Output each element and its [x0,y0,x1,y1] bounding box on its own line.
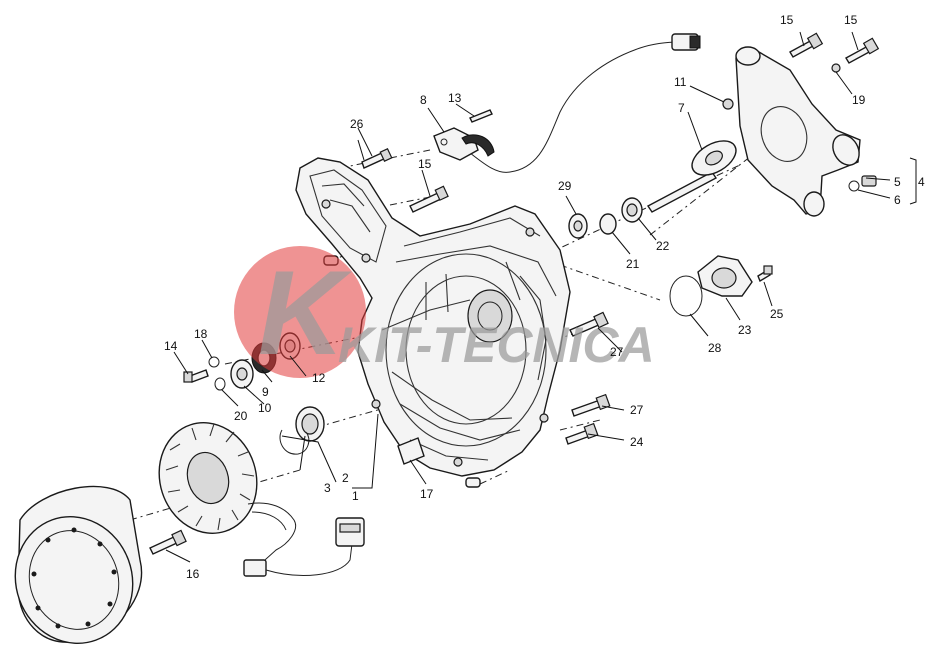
callout-16: 16 [186,567,200,581]
callout-9: 9 [262,385,269,399]
callout-29: 29 [558,179,572,193]
callout-15-c: 15 [844,13,858,27]
callout-11: 11 [674,75,687,89]
water-pump-shaft [568,140,737,239]
callout-5: 5 [894,175,901,189]
callout-19: 19 [852,93,866,107]
callout-7: 7 [678,101,685,115]
callout-13: 13 [448,91,462,105]
sensor-wire [465,33,701,173]
callout-2: 2 [342,471,349,485]
callout-3: 3 [324,481,331,495]
callout-20: 20 [234,409,248,423]
bolts [149,32,880,555]
callout-labels: 1 2 3 4 5 6 7 8 9 10 11 12 13 14 15 15 1… [164,13,925,581]
callout-15-b: 15 [780,13,794,27]
callout-8: 8 [420,93,427,107]
callout-21: 21 [626,257,640,271]
small-plate [397,437,425,465]
callout-28: 28 [708,341,722,355]
water-pump-housing [722,46,877,217]
generator-rotor [14,485,143,645]
callout-6: 6 [894,193,901,207]
watermark-prefix: K [258,246,352,380]
callout-26: 25 [770,307,784,321]
callout-14: 14 [164,339,178,353]
stator [158,422,365,577]
callout-25: 24 [630,435,644,449]
callout-4: 4 [918,175,925,189]
callout-17: 17 [420,487,434,501]
sensor-bracket [433,109,495,161]
kit-tecnica-watermark: K KIT-TECNICA [234,246,655,380]
callout-27-b: 27 [630,403,644,417]
callout-1: 1 [352,489,359,503]
generator-cover [295,157,571,477]
callout-24-label-anchor: 26 [350,117,364,131]
callout-18: 18 [194,327,208,341]
pump-cover-group [669,255,753,317]
watermark-text: KIT-TECNICA [338,317,655,373]
callout-23: 23 [738,323,752,337]
callout-22: 22 [656,239,670,253]
callout-10: 10 [258,401,272,415]
callout-27-a: 27 [610,345,624,359]
leader-lines [165,31,917,563]
callout-15-a: 15 [418,157,432,171]
callout-12: 12 [312,371,326,385]
